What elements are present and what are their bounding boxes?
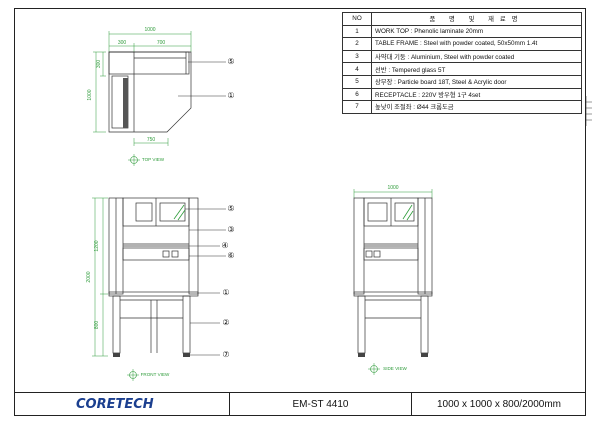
- top-view-column: [123, 78, 128, 128]
- top-view-label-symbol: [128, 154, 140, 166]
- drawing-frame: [14, 8, 586, 416]
- top-dim-left: 300: [118, 40, 127, 46]
- front-dim-upper: 1200: [94, 240, 100, 251]
- side-view-glass-reflections: [402, 204, 414, 221]
- front-view-label: FRONT VIEW: [141, 372, 170, 377]
- top-dim-bottom: 750: [147, 137, 156, 143]
- side-view-dimensions: [353, 189, 433, 198]
- top-view-leaders: [178, 61, 226, 97]
- model-number: EM-ST 4410: [230, 393, 412, 416]
- front-view-glass-reflections: [173, 204, 186, 221]
- top-callout-1: ①: [227, 91, 234, 100]
- front-callout-6: ⑥: [227, 251, 234, 260]
- front-callout-7: ⑦: [222, 350, 229, 359]
- sheet-side-tag: [585, 96, 592, 126]
- bom-table: NO 품 명 및 재료명 1 WORK TOP : Phenolic lamin…: [342, 12, 582, 114]
- front-dim-total: 2000: [86, 271, 92, 282]
- side-view-label-symbol: [368, 363, 380, 375]
- front-callout-5: ⑤: [227, 204, 234, 213]
- front-view-label-symbol: [127, 369, 139, 381]
- bom-no: 7: [342, 100, 372, 114]
- front-callout-1: ①: [222, 288, 229, 297]
- bom-desc: 높낮이 조절좌 : Ø44 크롬도금: [371, 100, 582, 114]
- front-view-leaders: [185, 208, 226, 356]
- table-row: 7 높낮이 조절좌 : Ø44 크롬도금: [342, 100, 582, 114]
- table-row: 1 WORK TOP : Phenolic laminate 20mm: [342, 24, 582, 39]
- top-view-outline: [108, 51, 192, 133]
- top-callout-5: ⑤: [227, 57, 234, 66]
- side-view-outline: [353, 197, 433, 354]
- side-leveling-foot-left: [358, 353, 365, 357]
- product-dimensions: 1000 x 1000 x 800/2000mm: [437, 399, 561, 410]
- top-view-dimensions: [93, 31, 192, 146]
- top-view-label: TOP VIEW: [142, 157, 165, 162]
- top-dim-right: 700: [157, 40, 166, 46]
- leveling-foot-left: [113, 353, 120, 357]
- front-callout-4: ④: [221, 241, 228, 250]
- table-row: 3 사약대 기둥 : Aluminium, Steel with powder …: [342, 49, 582, 64]
- side-leveling-foot-right: [421, 353, 428, 357]
- top-dim-overall: 1000: [144, 27, 155, 33]
- front-callout-3: ③: [227, 225, 234, 234]
- front-callout-2: ②: [222, 318, 229, 327]
- side-view: 1000: [353, 185, 433, 375]
- top-view: 1000 300 700 1000 300 750 ⑤ ①: [87, 27, 235, 166]
- front-dim-lower: 800: [94, 321, 100, 330]
- side-view-label: SIDE VIEW: [383, 366, 407, 371]
- table-row: 2 TABLE FRAME : Steel with powder coated…: [342, 37, 582, 51]
- front-view-outline: [108, 197, 199, 354]
- top-dim-vertical-inner: 300: [96, 60, 102, 69]
- title-block: CORETECH EM-ST 4410 1000 x 1000 x 800/20…: [14, 392, 586, 416]
- side-dim-width: 1000: [387, 185, 398, 191]
- front-view-dimensions: [92, 197, 108, 357]
- leveling-foot-right: [183, 353, 190, 357]
- top-dim-vertical-left: 1000: [87, 89, 93, 100]
- company-logo: CORETECH: [14, 393, 230, 416]
- front-view: 2000 1200 800: [86, 197, 235, 381]
